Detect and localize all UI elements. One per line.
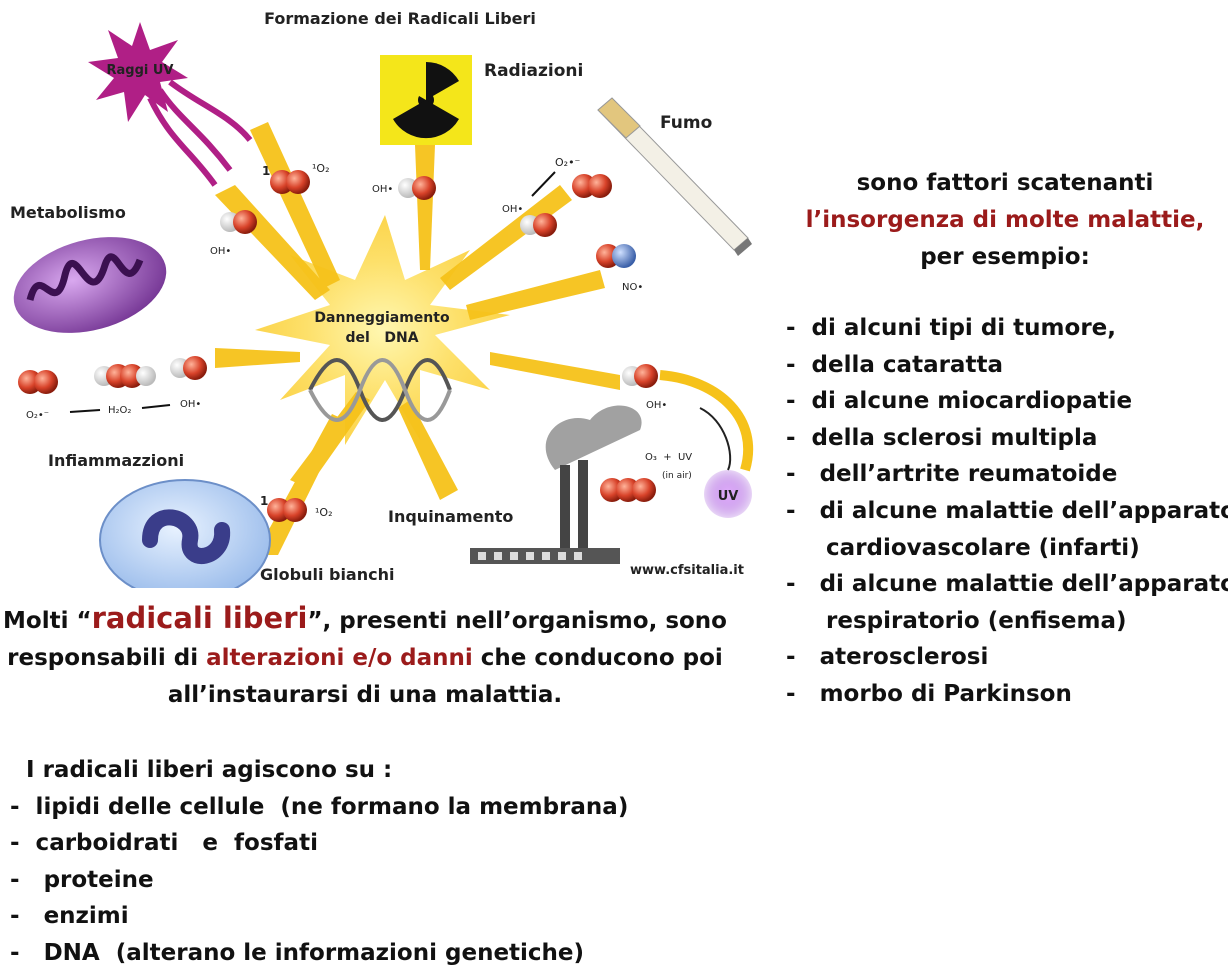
uv-star-icon [88,22,253,187]
chem-chain-oh: OH• [180,399,201,410]
free-radicals-diagram: Danneggiamento del DNA Formazione dei Ra… [10,9,754,588]
dna-helix-icon [308,358,452,422]
chem-singlet-top: ¹O₂ [312,162,329,175]
target-item: - carboidrati e fosfati [10,830,318,856]
uv-label: Raggi UV [107,63,174,78]
website-label: www.cfsitalia.it [630,563,744,578]
white-cells-label: Globuli bianchi [260,565,394,584]
chem-oh-smoke: OH• [502,204,523,215]
highlight-radicali-liberi: radicali liberi [91,601,308,635]
disease-item: - di alcune miocardiopatie [786,388,1133,415]
cigarette-icon [597,97,752,256]
uv-glow-icon [704,470,752,518]
intro-line2: l’insorgenza di molte malattie, [805,207,1205,233]
disease-item: respiratorio (enfisema) [786,607,1127,634]
highlight-alterazioni: alterazioni e/o danni [206,645,473,671]
intro-line1: sono fattori scatenanti [856,170,1154,196]
targets-heading: I radicali liberi agiscono su : [10,757,393,783]
target-item: - DNA (alterano le informazioni genetich… [10,939,585,966]
caption: Molti “radicali liberi”, presenti nell’o… [0,600,730,714]
ozone-arrow [699,407,732,471]
disease-item: - di alcune malattie dell’apparato [786,571,1228,598]
diseases-intro: sono fattori scatenanti l’insorgenza di … [785,165,1225,276]
caption-line3: all’instaurarsi di una malattia. [167,682,563,708]
chem-chain-h2o2: H₂O₂ [108,405,131,416]
inflammation-label: Infiammazzioni [48,451,184,470]
intro-line3: per esempio: [920,244,1090,270]
chem-superoxide-smoke: O₂•⁻ [555,156,581,169]
molecules [18,170,658,522]
radiation-label: Radiazioni [484,61,583,81]
smoke-label: Fumo [660,113,712,133]
mitochondrion-icon [13,237,167,333]
chem-one-bottom: 1 [260,494,268,508]
disease-item: - di alcune malattie dell’apparato [786,497,1228,524]
uv-small-label: UV [718,489,739,504]
disease-item: cardiovascolare (infarti) [786,534,1140,561]
disease-item: - della sclerosi multipla [786,424,1098,451]
center-label-line2: del DNA [345,330,418,346]
chain-arrow-1 [69,409,101,413]
targets-list: I radicali liberi agiscono su : - lipidi… [10,752,628,971]
caption-line1: Molti “radicali liberi”, presenti nell’o… [3,601,727,635]
white-blood-cell-icon [99,479,271,588]
chem-no: NO• [622,282,643,293]
center-label-line1: Danneggiamento [314,310,450,326]
target-item: - enzimi [10,903,129,929]
metabolism-label: Metabolismo [10,203,126,222]
radiation-hazard-icon [380,55,472,145]
pollution-label: Inquinamento [388,507,513,526]
chem-one-top: 1 [262,164,270,178]
chem-singlet-bottom: ¹O₂ [315,506,332,519]
target-item: - lipidi delle cellule (ne formano la me… [10,793,629,820]
disease-item: - aterosclerosi [786,644,989,671]
disease-item: - dell’artrite reumatoide [786,461,1118,488]
chain-arrow-2 [141,404,171,409]
diagram-title: Formazione dei Radicali Liberi [264,9,536,28]
disease-item: - morbo di Parkinson [786,680,1072,707]
pollution-arrow [659,370,754,472]
target-item: - proteine [10,866,154,893]
chem-in-air: (in air) [662,471,692,481]
chem-ozone: O₃ + UV [645,452,692,463]
source-arrows [215,122,620,555]
chem-oh-left: OH• [210,246,231,257]
disease-item: - di alcuni tipi di tumore, [786,315,1116,341]
diseases-list: - di alcuni tipi di tumore, - della cata… [786,310,1228,713]
smoke-arrow [531,171,556,197]
chem-oh-radiation: OH• [372,184,393,195]
chem-oh-pollution: OH• [646,400,667,411]
caption-line2: responsabili di alterazioni e/o danni ch… [7,645,723,671]
factory-icon [470,405,642,564]
disease-item: - della cataratta [786,351,1003,378]
chem-chain-o2: O₂•⁻ [26,410,49,421]
